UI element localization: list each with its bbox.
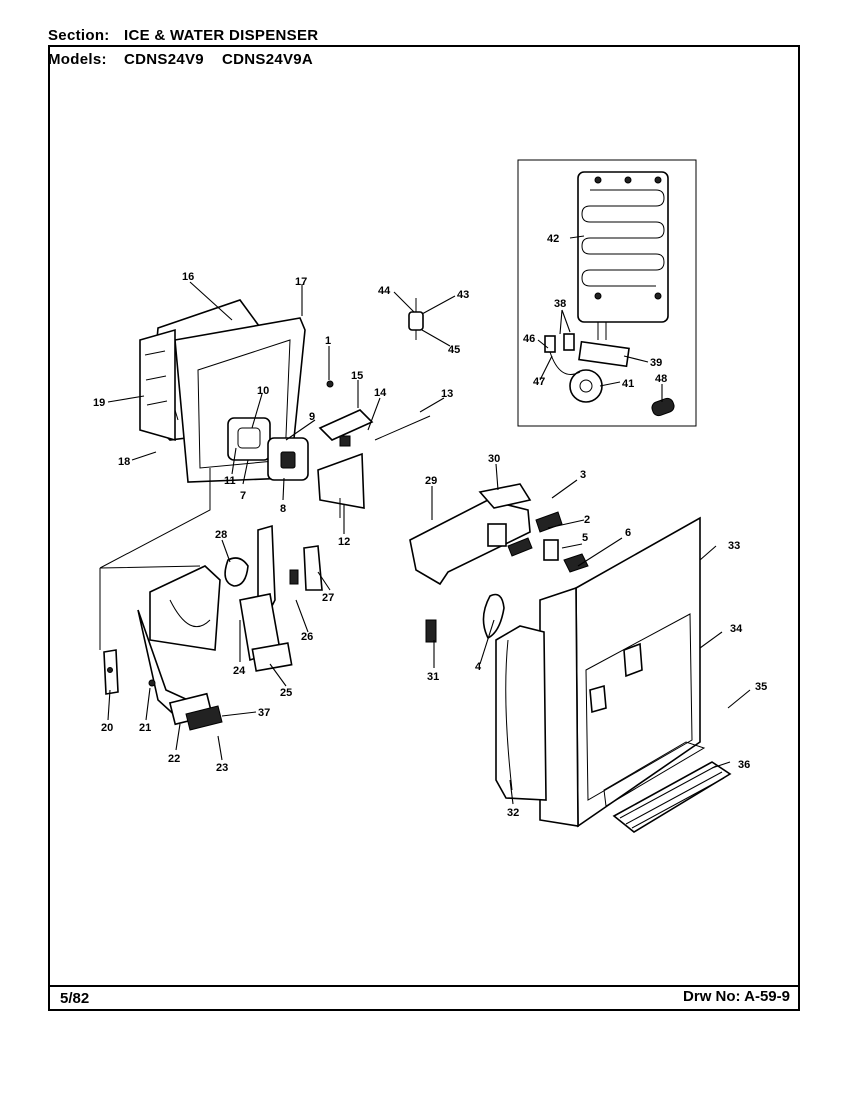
callout-24: 24 bbox=[233, 665, 246, 677]
callout-28: 28 bbox=[215, 529, 227, 541]
callout-18: 18 bbox=[118, 456, 130, 468]
switch-bracket bbox=[317, 380, 431, 518]
callout-3: 3 bbox=[580, 469, 586, 481]
callout-16: 16 bbox=[182, 271, 194, 283]
callout-42: 42 bbox=[547, 233, 559, 245]
callout-12: 12 bbox=[338, 536, 350, 548]
callout-10: 10 bbox=[257, 385, 269, 397]
callout-29: 29 bbox=[425, 475, 437, 487]
callout-39: 39 bbox=[650, 357, 662, 369]
callout-9: 9 bbox=[309, 411, 315, 423]
drawing-frame bbox=[48, 45, 800, 1011]
callout-numbers: 1 2 3 4 5 6 7 8 9 10 11 12 13 14 15 16 1… bbox=[93, 233, 767, 819]
inset-box bbox=[517, 159, 697, 427]
dispenser-housing bbox=[495, 516, 732, 833]
callout-36: 36 bbox=[738, 759, 750, 771]
callout-13: 13 bbox=[441, 388, 453, 400]
callout-32: 32 bbox=[507, 807, 519, 819]
callout-14: 14 bbox=[374, 387, 387, 399]
callout-19: 19 bbox=[93, 397, 105, 409]
callout-48: 48 bbox=[655, 373, 667, 385]
chute-door-assembly bbox=[139, 299, 309, 483]
callout-30: 30 bbox=[488, 453, 500, 465]
callout-2: 2 bbox=[584, 514, 590, 526]
small-switch bbox=[408, 298, 424, 340]
callout-15: 15 bbox=[351, 370, 363, 382]
section-label: Section: bbox=[48, 27, 110, 44]
callout-31: 31 bbox=[427, 671, 439, 683]
callout-20: 20 bbox=[101, 722, 113, 734]
callout-43: 43 bbox=[457, 289, 469, 301]
callout-22: 22 bbox=[168, 753, 180, 765]
models-label: Models: bbox=[48, 51, 107, 68]
callout-8: 8 bbox=[280, 503, 286, 515]
callout-33: 33 bbox=[728, 540, 740, 552]
heater-plate bbox=[577, 171, 669, 323]
callout-37: 37 bbox=[258, 707, 270, 719]
callout-23: 23 bbox=[216, 762, 228, 774]
callout-44: 44 bbox=[378, 285, 391, 297]
crusher-assembly bbox=[409, 483, 589, 643]
callout-7: 7 bbox=[240, 490, 246, 502]
actuator-arms bbox=[99, 468, 323, 731]
callout-4: 4 bbox=[475, 661, 482, 673]
callout-27: 27 bbox=[322, 592, 334, 604]
model-number-1: CDNS24V9 bbox=[124, 51, 204, 68]
section-value: ICE & WATER DISPENSER bbox=[124, 27, 319, 44]
heater-wires bbox=[544, 322, 675, 417]
callout-38: 38 bbox=[554, 298, 566, 310]
callout-34: 34 bbox=[730, 623, 743, 635]
callout-11: 11 bbox=[224, 475, 236, 487]
callout-45: 45 bbox=[448, 344, 460, 356]
callout-5: 5 bbox=[582, 532, 588, 544]
callout-41: 41 bbox=[622, 378, 634, 390]
callout-35: 35 bbox=[755, 681, 767, 693]
model-number-2: CDNS24V9A bbox=[222, 51, 314, 68]
callout-1: 1 bbox=[325, 335, 331, 347]
callout-6: 6 bbox=[625, 527, 631, 539]
callout-26: 26 bbox=[301, 631, 313, 643]
drawing-number: Drw No: A-59-9 bbox=[683, 988, 790, 1005]
callout-21: 21 bbox=[139, 722, 151, 734]
footer-date: 5/82 bbox=[60, 990, 90, 1007]
callout-25: 25 bbox=[280, 687, 292, 699]
callout-47: 47 bbox=[533, 376, 545, 388]
footer-divider bbox=[48, 985, 800, 987]
leader-lines bbox=[107, 235, 751, 805]
callout-46: 46 bbox=[523, 333, 535, 345]
callout-17: 17 bbox=[295, 276, 307, 288]
